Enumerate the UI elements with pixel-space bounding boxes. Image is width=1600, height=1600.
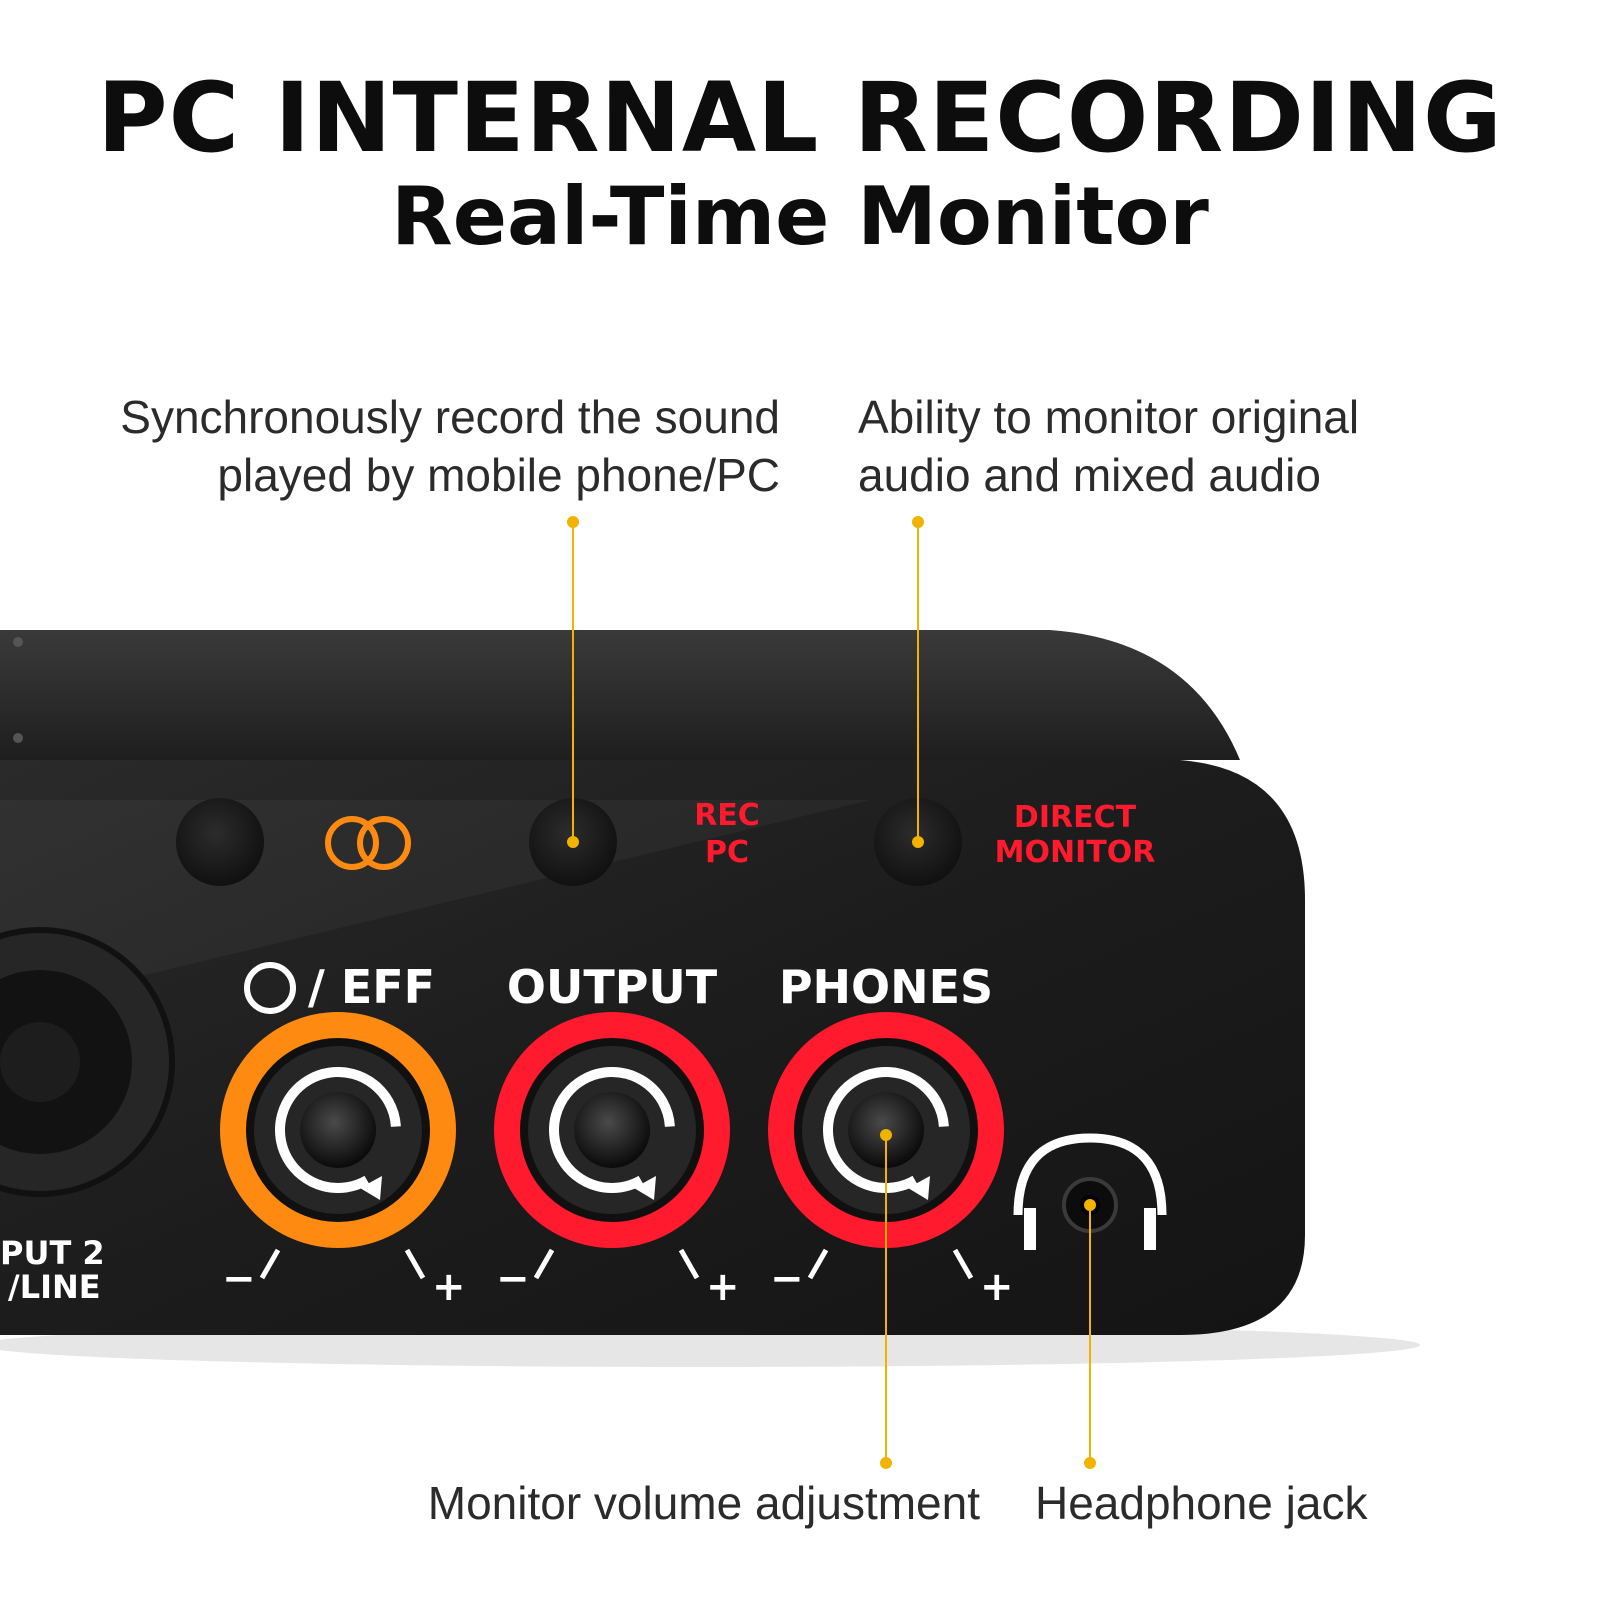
- phones-label: PHONES: [779, 960, 993, 1014]
- combo-input-jack: [0, 927, 175, 1197]
- scale-tick: [807, 1248, 829, 1280]
- output-label: OUTPUT: [507, 960, 718, 1014]
- knob-scale-marks: − + − + − +: [222, 1248, 1014, 1310]
- headphone-icon: [1013, 1133, 1167, 1250]
- scale-tick: [533, 1248, 555, 1280]
- plus-mark: +: [432, 1264, 466, 1310]
- callout-line: played by mobile phone/PC: [217, 449, 780, 501]
- plus-mark: +: [980, 1264, 1014, 1310]
- leader-dot: [880, 1457, 892, 1469]
- callout-sync-record: Synchronously record the sound played by…: [60, 388, 780, 504]
- minus-mark: −: [496, 1256, 530, 1302]
- leader-dot: [567, 516, 579, 528]
- loop-link-icon: [325, 816, 411, 870]
- screw: [13, 733, 23, 743]
- output-knob[interactable]: [494, 1012, 730, 1248]
- callout-line: Synchronously record the sound: [120, 391, 780, 443]
- button-left[interactable]: [176, 798, 264, 886]
- callout-monitor-volume: Monitor volume adjustment: [427, 1477, 980, 1529]
- callout-monitor-ability: Ability to monitor original audio and mi…: [858, 388, 1558, 504]
- eff-knob[interactable]: [220, 1012, 456, 1248]
- callout-leaders: [567, 516, 1096, 1469]
- scale-tick: [952, 1248, 974, 1280]
- page-subtitle: Real-Time Monitor: [391, 170, 1209, 263]
- leader-dot: [880, 1129, 892, 1141]
- scale-tick: [678, 1248, 700, 1280]
- callout-headphone-jack: Headphone jack: [1035, 1477, 1368, 1529]
- leader-dot: [1084, 1199, 1096, 1211]
- eff-label: / EFF: [308, 960, 435, 1014]
- page-title: PC INTERNAL RECORDING: [97, 62, 1503, 174]
- minus-mark: −: [770, 1256, 804, 1302]
- plus-mark: +: [706, 1264, 740, 1310]
- screw: [13, 637, 23, 647]
- direct-monitor-label: DIRECT: [1014, 800, 1137, 835]
- leader-dot: [567, 836, 579, 848]
- callout-line: audio and mixed audio: [858, 449, 1321, 501]
- rec-pc-label: REC: [694, 798, 760, 833]
- leader-dot: [912, 516, 924, 528]
- scale-tick: [404, 1248, 426, 1280]
- rec-pc-label: PC: [705, 835, 749, 870]
- direct-monitor-label: MONITOR: [995, 835, 1156, 870]
- scale-tick: [259, 1248, 281, 1280]
- device-top-surface: [0, 630, 1240, 760]
- input-label: PUT 2: [0, 1234, 105, 1272]
- input-label: /LINE: [8, 1268, 101, 1306]
- circle-icon: [244, 962, 296, 1014]
- leader-dot: [912, 836, 924, 848]
- leader-dot: [1084, 1457, 1096, 1469]
- minus-mark: −: [222, 1256, 256, 1302]
- callout-line: Ability to monitor original: [858, 391, 1360, 443]
